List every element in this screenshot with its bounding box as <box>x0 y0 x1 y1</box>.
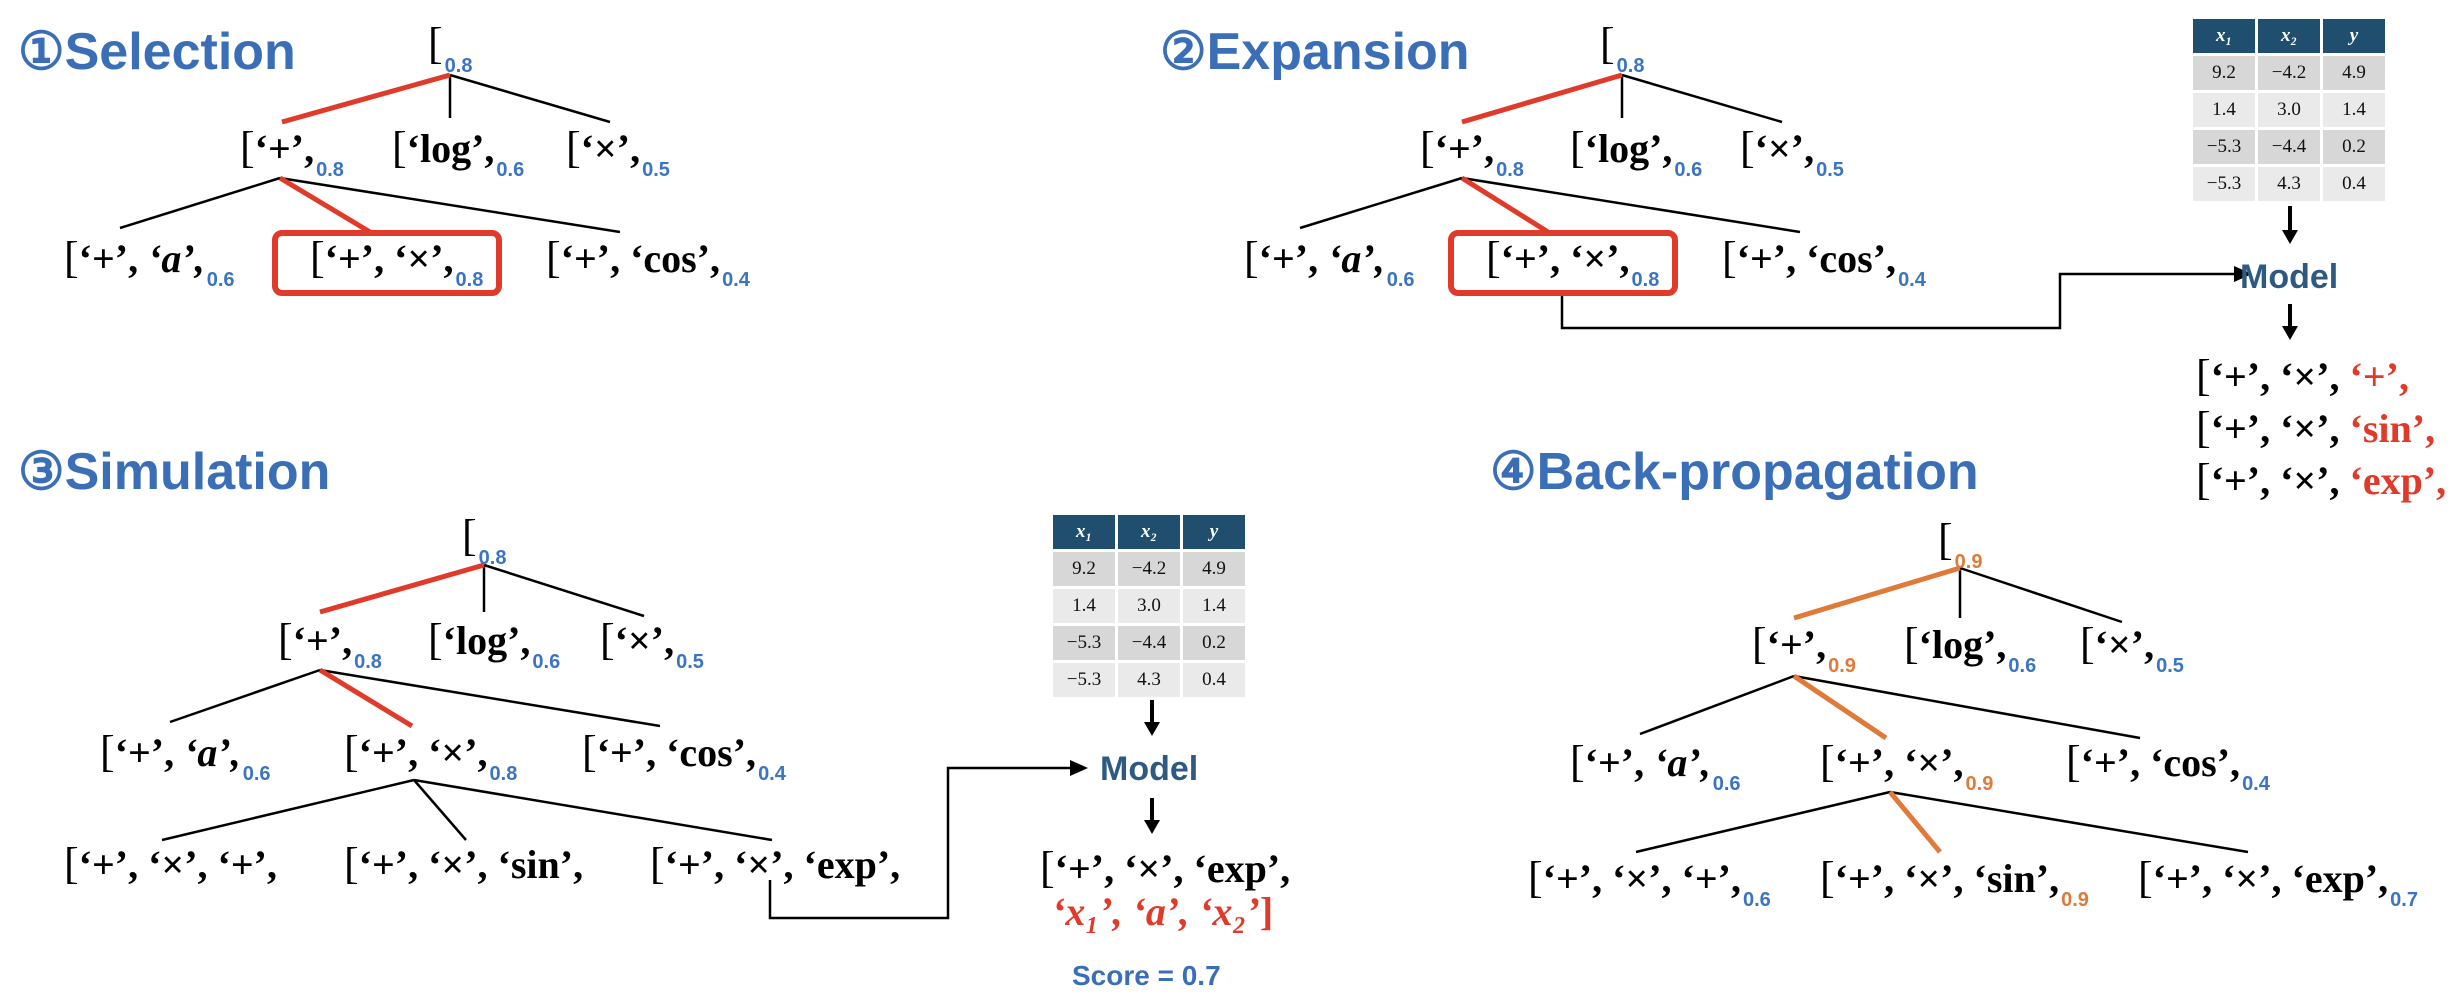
bp-plus-node: [‘+’,0.9 <box>1752 619 1856 677</box>
bp-times-node: [‘×’,0.5 <box>2080 619 2184 677</box>
exp-selected-highlight <box>1448 230 1678 296</box>
header-selection: ①Selection <box>18 23 296 81</box>
bp-log-node: [‘log’,0.6 <box>1904 619 2037 677</box>
sim-leaf-plus: [‘+’, ‘×’, ‘+’, <box>64 839 277 888</box>
sel-plus-a-node: [‘+’, ‘a’,0.6 <box>64 233 235 291</box>
sim-full-expression-line1: [‘+’, ‘×’, ‘exp’, <box>1040 843 1291 892</box>
exp-candidate-exp: [‘+’, ‘×’, ‘exp’, <box>2196 455 2447 504</box>
exp-plus-cos-node: [‘+’, ‘cos’,0.4 <box>1722 233 1926 291</box>
bp-leaf-plus: [‘+’, ‘×’, ‘+’,0.6 <box>1528 853 1771 911</box>
sim-model-label: Model <box>1100 750 1199 788</box>
sim-model-arrow-shaft <box>1150 798 1154 822</box>
sel-log-node: [‘log’,0.6 <box>392 123 525 181</box>
exp-plus-a-node: [‘+’, ‘a’,0.6 <box>1244 233 1415 291</box>
bp-plus-cos-node: [‘+’, ‘cos’,0.4 <box>2066 737 2270 795</box>
sim-plus-node: [‘+’,0.8 <box>278 615 382 673</box>
exp-model-arrow-shaft <box>2288 304 2292 328</box>
sim-plus-times-node: [‘+’, ‘×’,0.8 <box>344 727 518 785</box>
exp-model-arrow-head <box>2282 326 2298 340</box>
bp-plus-a-node: [‘+’, ‘a’,0.6 <box>1570 737 1741 795</box>
sel-times-node: [‘×’,0.5 <box>566 123 670 181</box>
sim-plus-a-node: [‘+’, ‘a’,0.6 <box>100 727 271 785</box>
exp-model-label: Model <box>2240 258 2339 296</box>
sel-selected-highlight <box>272 230 502 296</box>
bp-leaf-exp: [‘+’, ‘×’, ‘exp’,0.7 <box>2138 853 2418 911</box>
sim-table-arrow-shaft <box>1150 700 1154 724</box>
exp-log-node: [‘log’,0.6 <box>1570 123 1703 181</box>
bp-leaf-sin: [‘+’, ‘×’, ‘sin’,0.9 <box>1820 853 2089 911</box>
sim-log-node: [‘log’,0.6 <box>428 615 561 673</box>
sim-score: Score = 0.7 <box>1072 960 1221 991</box>
header-expansion: ②Expansion <box>1160 23 1470 81</box>
exp-times-node: [‘×’,0.5 <box>1740 123 1844 181</box>
sel-plus-cos-node: [‘+’, ‘cos’,0.4 <box>546 233 750 291</box>
exp-candidate-sin: [‘+’, ‘×’, ‘sin’, <box>2196 403 2436 452</box>
sim-leaf-sin: [‘+’, ‘×’, ‘sin’, <box>344 839 584 888</box>
sim-full-expression-line2: ‘x₁’, ‘a’, ‘x₂’] <box>1052 889 1274 934</box>
sel-root-node: [0.8 <box>428 19 473 77</box>
header-backprop: ④Back-propagation <box>1490 443 1979 501</box>
sim-leaf-exp: [‘+’, ‘×’, ‘exp’, <box>650 839 901 888</box>
exp-plus-node: [‘+’,0.8 <box>1420 123 1524 181</box>
bp-plus-times-node: [‘+’, ‘×’,0.9 <box>1820 737 1994 795</box>
sim-root-node: [0.8 <box>462 511 507 569</box>
exp-table-arrow-shaft <box>2288 206 2292 232</box>
exp-table-arrow-head <box>2282 230 2298 244</box>
sel-plus-times-node: [‘+’, ‘×’,0.8 <box>310 233 484 291</box>
exp-root-node: [0.8 <box>1600 19 1645 77</box>
sel-plus-node: [‘+’,0.8 <box>240 123 344 181</box>
exp-plus-times-node: [‘+’, ‘×’,0.8 <box>1486 233 1660 291</box>
exp-candidate-plus: [‘+’, ‘×’, ‘+’, <box>2196 351 2409 400</box>
sim-table-arrow-head <box>1144 722 1160 736</box>
sim-times-node: [‘×’,0.5 <box>600 615 704 673</box>
sim-plus-cos-node: [‘+’, ‘cos’,0.4 <box>582 727 786 785</box>
header-simulation: ③Simulation <box>18 443 331 501</box>
bp-root-node: [0.9 <box>1938 515 1983 573</box>
sim-model-arrow-head <box>1144 820 1160 834</box>
